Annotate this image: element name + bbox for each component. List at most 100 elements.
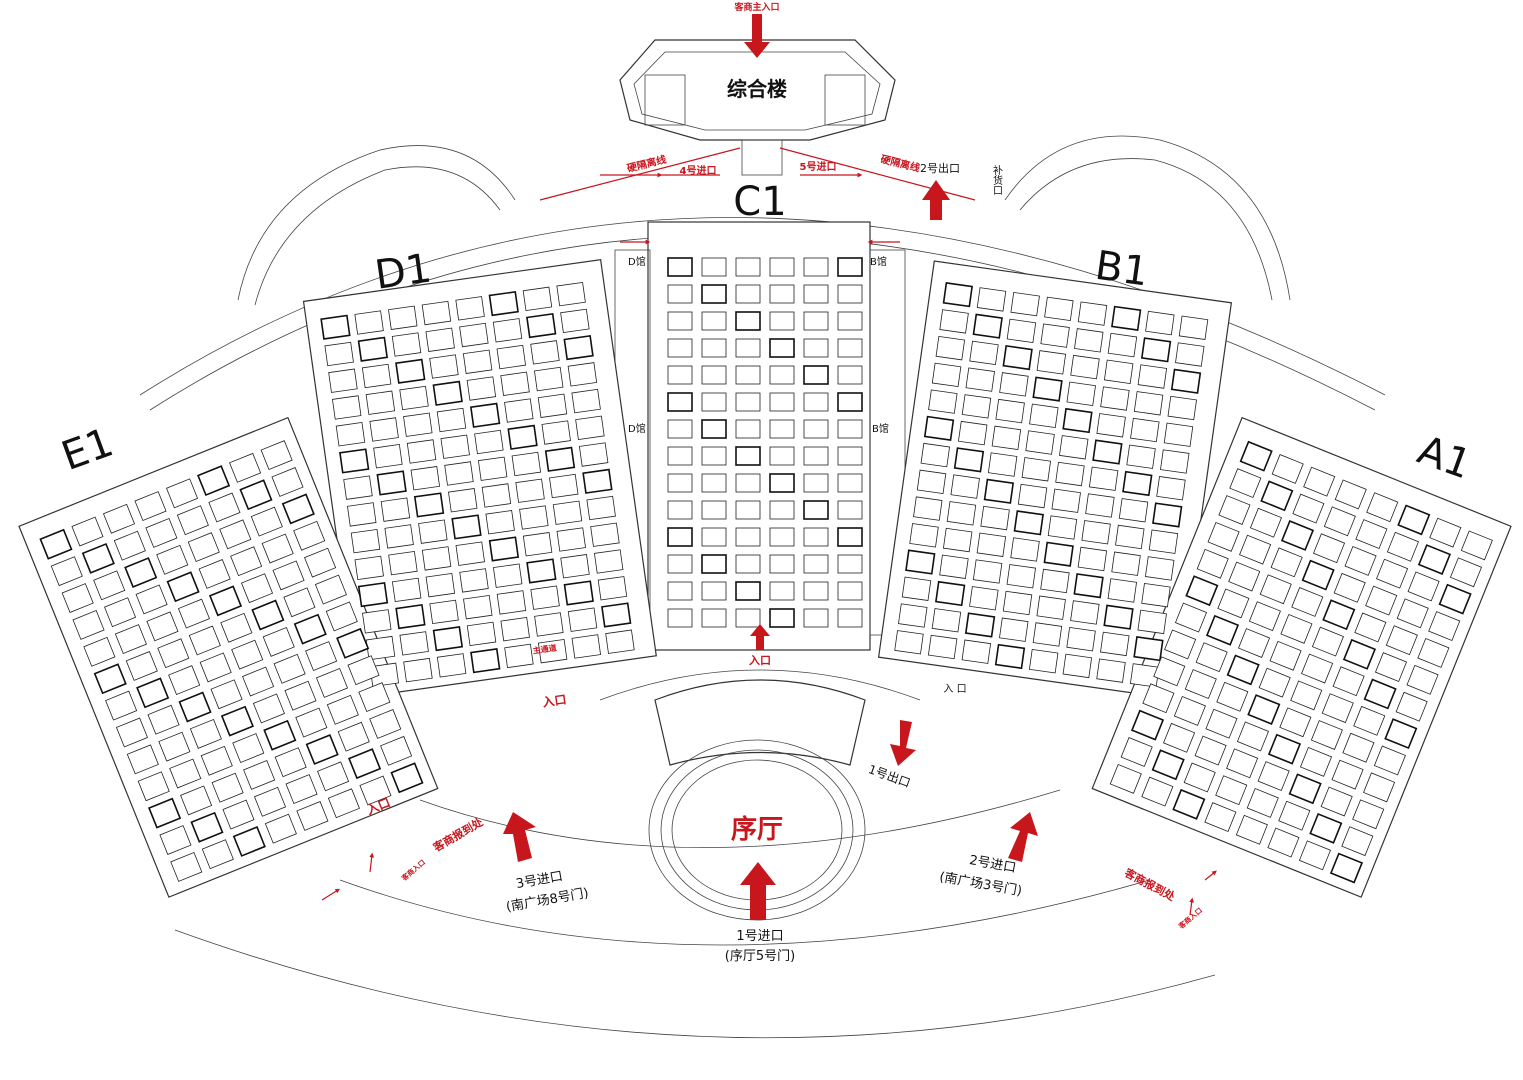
booth [1334,479,1367,510]
booth [667,527,693,547]
booth [1137,364,1168,389]
booth [769,608,795,628]
booth [488,536,520,562]
booth [362,609,392,634]
booth [1280,613,1313,644]
booth [1258,667,1291,698]
booth [667,311,693,331]
booth [365,390,396,415]
booth [803,446,829,466]
booth [324,341,354,367]
booth [477,456,508,481]
booth [837,338,863,358]
booth [1025,430,1055,455]
booth [905,549,936,575]
booth [701,473,727,493]
booth [429,599,459,625]
booth [1130,417,1160,443]
booth [1373,745,1406,776]
booth [134,491,167,521]
booth [735,311,761,331]
booth [1096,413,1126,438]
main-building-label: 综合楼 [727,77,787,101]
arrow-entrance-2 [1008,812,1038,862]
booth [1407,571,1440,602]
booth [198,559,231,589]
booth [336,627,370,659]
booth [481,483,512,508]
merchant-entrance-label-left: 客商入口 [399,858,427,884]
booth [735,365,761,385]
booth [440,434,470,459]
booth [1133,391,1164,416]
booth [170,851,203,882]
booth [701,338,727,358]
booth [361,363,392,389]
booth [1342,638,1377,670]
booth [837,284,863,304]
booth [222,799,255,830]
booth [597,576,628,601]
booth [1215,775,1248,806]
booth [837,419,863,439]
booth [701,554,727,574]
booth [135,584,168,615]
booth [837,365,863,385]
hall-label-e1: E1 [56,419,119,480]
booth [500,371,530,396]
booth [284,680,317,711]
booth [1329,852,1364,884]
booth [972,313,1003,339]
booth [1153,656,1186,687]
booth [337,721,370,752]
booth [1085,493,1115,518]
booth [593,549,624,574]
booth [1449,557,1483,588]
booth [380,735,413,766]
booth [916,469,947,494]
booth [1017,483,1048,509]
booth [1044,296,1074,322]
booth [534,612,564,637]
booth-block [39,440,424,882]
booth [200,745,233,776]
booth [735,392,761,412]
booth [803,284,829,304]
booth [166,571,200,603]
booth [1386,531,1419,562]
booth [1066,627,1096,652]
booth [1100,631,1130,657]
booth [965,367,995,392]
booth [93,663,127,695]
booth [1055,461,1085,487]
booth [136,677,170,709]
booth [667,581,693,601]
booth [1205,708,1238,739]
booth [769,392,795,412]
booth [803,608,829,628]
booth [229,452,262,483]
booth [1059,435,1089,460]
booth [1156,476,1186,501]
isolation-line-label-right: 硬隔离线 [879,152,921,174]
booth [1010,537,1040,562]
booth [567,362,598,387]
booth [701,419,727,439]
booth [1021,457,1052,482]
booth [769,500,795,520]
booth [1216,681,1249,712]
booth [1428,611,1461,641]
booth [667,608,693,628]
booth [448,488,478,513]
booth [1172,788,1206,820]
d-hall-top-label: D馆 [628,255,646,268]
booth [578,442,609,467]
booth [735,446,761,466]
booth [935,335,966,361]
booth [1103,604,1134,630]
booth [429,354,459,379]
booth [1280,520,1315,551]
booth [735,419,761,439]
booth [511,451,542,477]
booth [403,412,433,437]
